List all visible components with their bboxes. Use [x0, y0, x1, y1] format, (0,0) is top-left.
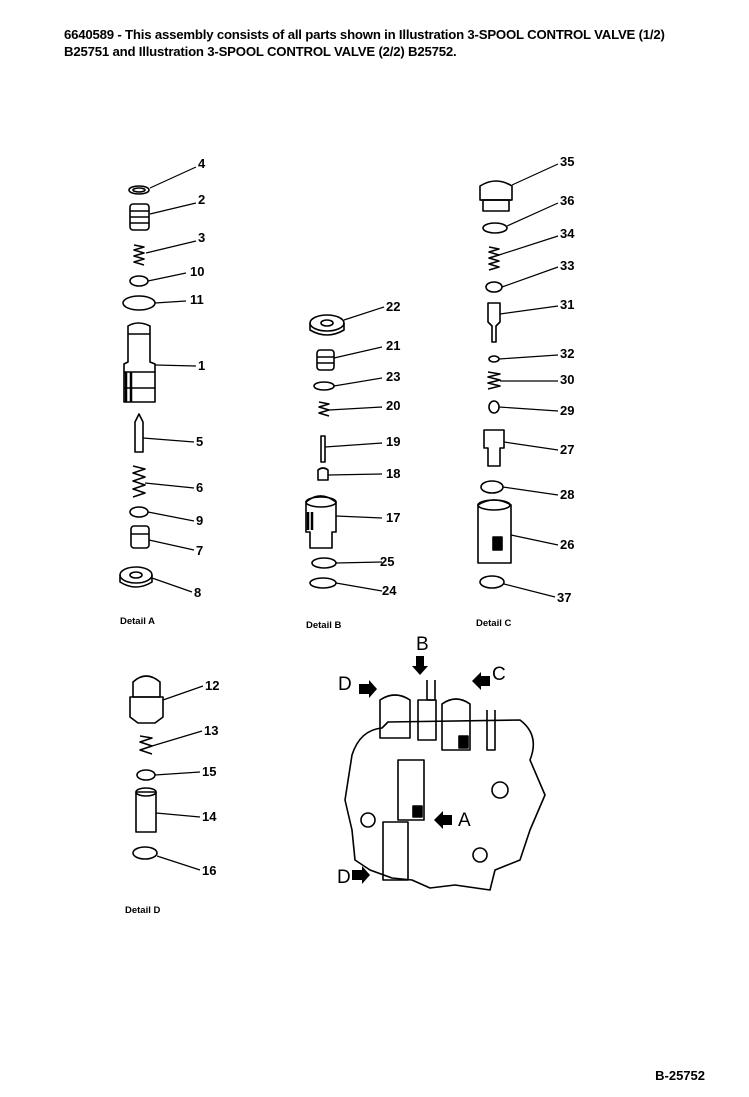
callout-number-detail-a: 9: [196, 513, 203, 528]
detail-a-parts: [119, 185, 156, 588]
callout-number-detail-a: 1: [198, 358, 205, 373]
callout-number-detail-c: 33: [560, 258, 574, 273]
callout-number-detail-d: 13: [204, 723, 218, 738]
arrow-icon: [412, 656, 428, 675]
arrow-icon: [472, 672, 490, 690]
view-letter-d-bottom: D: [337, 867, 351, 888]
arrow-icon: [359, 680, 377, 698]
callout-number-detail-c: 29: [560, 403, 574, 418]
callout-number-detail-c: 27: [560, 442, 574, 457]
view-arrows: [352, 656, 490, 884]
callout-number-detail-b: 19: [386, 434, 400, 449]
detail-d-label: Detail D: [125, 905, 161, 916]
callout-number-detail-c: 36: [560, 193, 574, 208]
callout-leader-lines: [142, 163, 559, 871]
callout-number-detail-c: 31: [560, 297, 574, 312]
callout-number-detail-a: 10: [190, 264, 204, 279]
detail-a-label: Detail A: [120, 616, 155, 627]
callout-number-detail-d: 15: [202, 764, 216, 779]
callout-number-detail-c: 26: [560, 537, 574, 552]
callout-number-detail-d: 16: [202, 863, 216, 878]
callout-number-detail-c: 37: [557, 590, 571, 605]
callout-number-detail-d: 12: [205, 678, 219, 693]
callout-number-detail-a: 4: [198, 156, 206, 171]
callout-number-detail-b: 24: [382, 583, 397, 598]
callout-number-detail-a: 3: [198, 230, 205, 245]
callout-number-detail-d: 14: [202, 809, 217, 824]
callout-number-detail-c: 30: [560, 372, 574, 387]
callout-number-detail-b: 25: [380, 554, 394, 569]
arrow-icon: [434, 811, 452, 829]
detail-b-parts: [305, 314, 345, 589]
callout-number-detail-b: 23: [386, 369, 400, 384]
callout-number-detail-a: 2: [198, 192, 205, 207]
callout-number-detail-b: 18: [386, 466, 400, 481]
callout-number-detail-c: 35: [560, 154, 574, 169]
arrow-icon: [352, 866, 370, 884]
callout-number-detail-a: 11: [190, 292, 204, 307]
callout-number-detail-b: 22: [386, 299, 400, 314]
callout-number-detail-b: 17: [386, 510, 400, 525]
valve-assembly-view: [344, 680, 546, 891]
callout-number-detail-a: 5: [196, 434, 203, 449]
callout-number-detail-a: 6: [196, 480, 203, 495]
callout-number-detail-a: 7: [196, 543, 203, 558]
callout-number-detail-b: 21: [386, 338, 400, 353]
detail-c-parts: [477, 180, 513, 589]
callout-number-detail-c: 32: [560, 346, 574, 361]
callout-number-detail-a: 8: [194, 585, 201, 600]
view-letter-c: C: [492, 664, 506, 685]
detail-d-parts: [129, 675, 164, 860]
detail-b-label: Detail B: [306, 620, 342, 631]
callout-number-detail-c: 34: [560, 226, 575, 241]
view-letter-d-top: D: [338, 674, 352, 695]
drawing-number: B-25752: [655, 1068, 705, 1083]
page-title: 6640589 - This assembly consists of all …: [64, 27, 665, 59]
callout-number-detail-c: 28: [560, 487, 574, 502]
detail-c-label: Detail C: [476, 618, 512, 629]
view-letter-b: B: [416, 634, 429, 655]
callout-number-detail-b: 20: [386, 398, 400, 413]
view-letter-a: A: [458, 810, 471, 831]
